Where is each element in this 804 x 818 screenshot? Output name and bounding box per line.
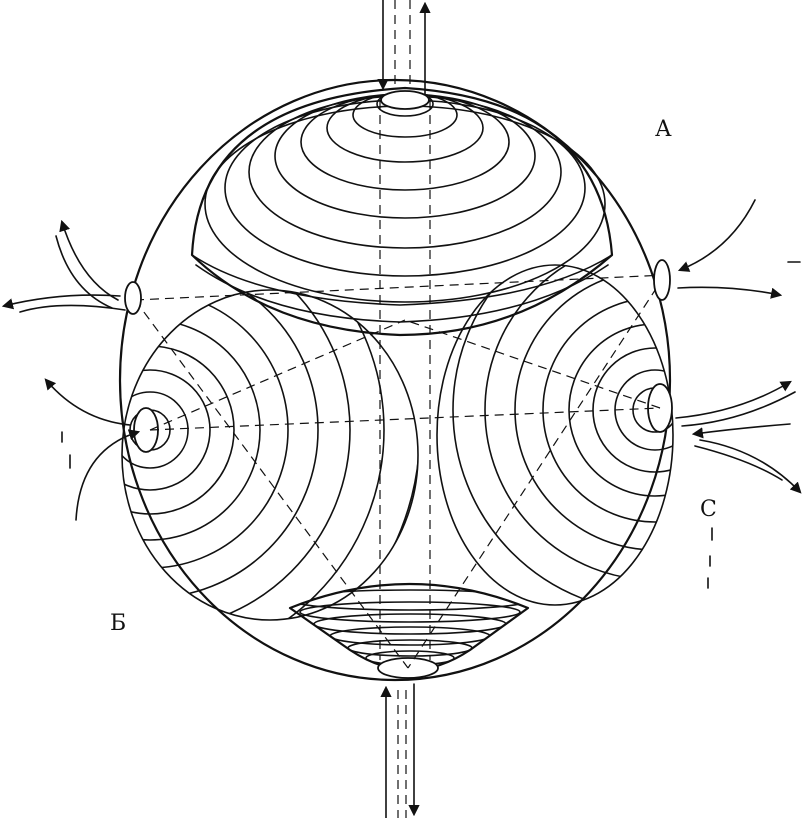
upper-right-flow-arrows xyxy=(677,199,801,299)
sphere-outline xyxy=(118,78,672,682)
upper-left-flow-arrows xyxy=(1,219,126,313)
right-vortex-flow-arrows xyxy=(675,380,802,589)
top-dome xyxy=(190,86,614,337)
upper-left-port xyxy=(124,281,142,315)
left-vortex-rings xyxy=(122,290,418,620)
top-dome-outline xyxy=(190,86,614,337)
left-vortex-flow-arrows xyxy=(44,378,141,521)
hidden-connection-lines xyxy=(134,274,666,669)
top-vortex-port xyxy=(380,90,430,110)
bottom-cone-rings xyxy=(290,589,528,666)
central-axis xyxy=(379,100,431,660)
label-b: Б xyxy=(110,611,126,636)
bottom-vortex-cone xyxy=(288,582,530,679)
label-c: С xyxy=(700,497,717,522)
top-axis-flow xyxy=(377,0,431,96)
left-lobe-outline xyxy=(121,289,419,621)
upper-right-port xyxy=(653,259,671,301)
right-lobe-outline xyxy=(436,264,674,606)
top-dome-rings xyxy=(204,91,606,303)
left-vortex-lobe xyxy=(121,289,419,621)
top-dome-rim xyxy=(191,254,613,306)
label-a: А xyxy=(655,117,672,142)
bottom-axis-flow xyxy=(380,683,420,818)
